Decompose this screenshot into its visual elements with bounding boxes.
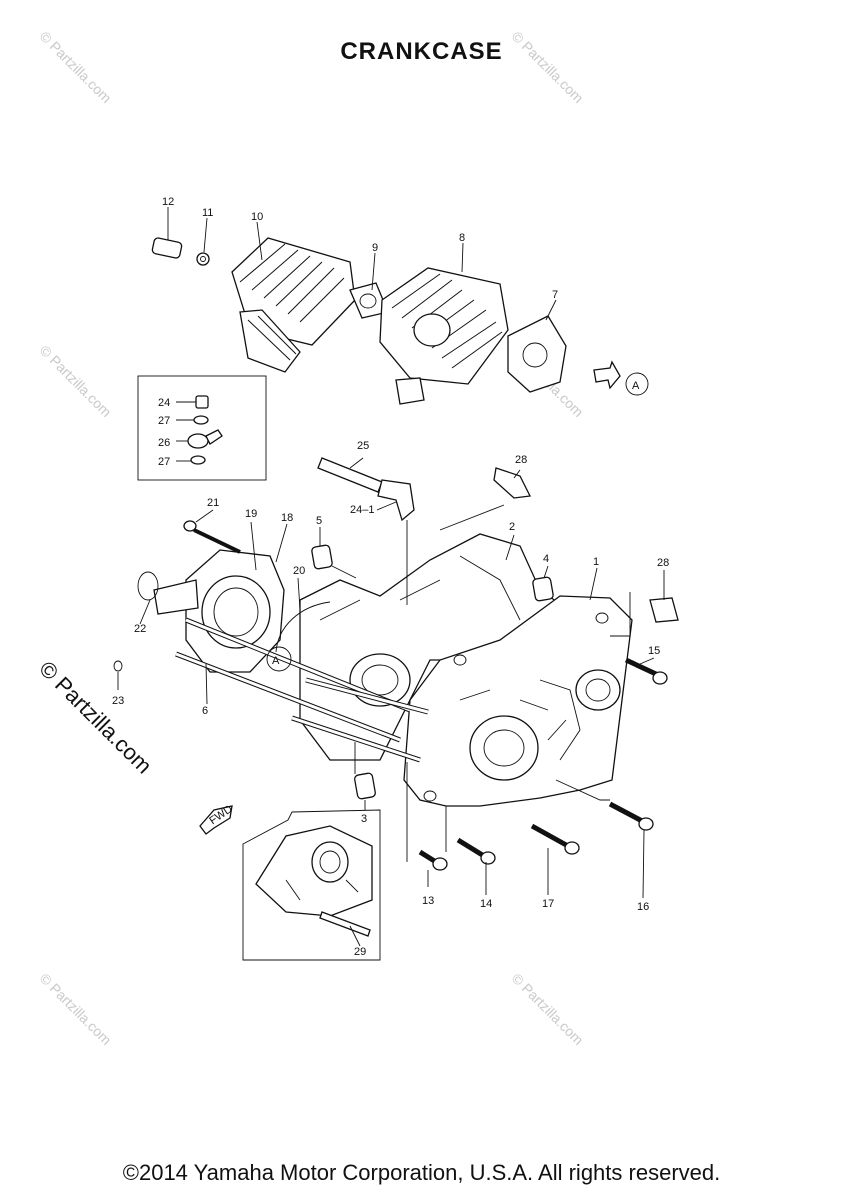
washer-11	[196, 252, 210, 266]
bolt-14	[456, 837, 496, 865]
callout-28-upper: 28	[515, 454, 527, 466]
inset-washer-27-lower	[190, 455, 206, 465]
dowel-4	[532, 576, 554, 602]
callout-7: 7	[552, 289, 558, 301]
inset-crankcase-detail	[255, 825, 373, 917]
page-title: CRANKCASE	[340, 38, 503, 65]
dowel-5	[311, 544, 333, 570]
bolt-17	[530, 823, 580, 855]
bolt-13	[418, 849, 448, 871]
callout-6: 6	[202, 705, 208, 717]
callout-27-lower: 27	[158, 456, 170, 468]
callout-15: 15	[648, 645, 660, 657]
callout-16: 16	[637, 901, 649, 913]
fwd-arrow-icon: FWD	[199, 803, 235, 835]
bolt-21	[183, 520, 241, 554]
bolt-16	[608, 801, 654, 831]
arrow-to-A-icon	[593, 360, 649, 396]
inset-union-26	[187, 429, 223, 449]
pipe-25	[317, 457, 383, 493]
inset-washer-27-upper	[193, 415, 209, 425]
callout-29: 29	[354, 946, 366, 958]
plug-28-right	[649, 597, 679, 623]
callout-22: 22	[134, 623, 146, 635]
pin-12	[151, 237, 183, 259]
cylinder-head-10	[231, 237, 356, 373]
callout-26: 26	[158, 437, 170, 449]
callout-11: 11	[202, 207, 213, 219]
callout-21: 21	[207, 497, 219, 509]
callout-17: 17	[542, 898, 554, 910]
oil-seal-housing-19	[185, 549, 285, 673]
mark-A-crankcase: A	[272, 655, 280, 667]
stud-bolts-6	[175, 617, 429, 763]
callout-23: 23	[112, 695, 124, 707]
o-ring-22	[137, 571, 159, 601]
pin-29	[319, 911, 371, 937]
callout-5: 5	[316, 515, 322, 527]
callout-27-upper: 27	[158, 415, 170, 427]
callout-18: 18	[281, 512, 293, 524]
callout-4: 4	[543, 553, 549, 565]
callout-14: 14	[480, 898, 492, 910]
callout-2: 2	[509, 521, 515, 533]
callout-1: 1	[593, 556, 599, 568]
ring-23	[113, 660, 123, 672]
callout-20: 20	[293, 565, 305, 577]
inset-bolt-24	[195, 395, 209, 409]
shaft-22	[153, 579, 199, 615]
callout-12: 12	[162, 196, 174, 208]
copyright-footer: ©2014 Yamaha Motor Corporation, U.S.A. A…	[122, 1160, 721, 1185]
callout-10: 10	[251, 211, 263, 223]
callout-24-1: 24–1	[350, 504, 374, 516]
elbow-fitting	[377, 479, 415, 522]
callout-13: 13	[422, 895, 434, 907]
callout-19: 19	[245, 508, 257, 520]
plug-28-upper	[493, 467, 531, 499]
o-ring-20	[275, 601, 331, 653]
cylinder-8	[379, 267, 509, 405]
mark-A-top: A	[632, 380, 640, 392]
crankcase-right-half-1	[403, 595, 633, 807]
callout-9: 9	[372, 242, 378, 254]
callout-28-right: 28	[657, 557, 669, 569]
callout-3: 3	[361, 813, 367, 825]
bolt-15	[624, 657, 668, 685]
callout-25: 25	[357, 440, 369, 452]
callout-24: 24	[158, 397, 170, 409]
callout-8: 8	[459, 232, 465, 244]
gasket-7	[507, 315, 567, 393]
dowel-3	[354, 772, 376, 800]
